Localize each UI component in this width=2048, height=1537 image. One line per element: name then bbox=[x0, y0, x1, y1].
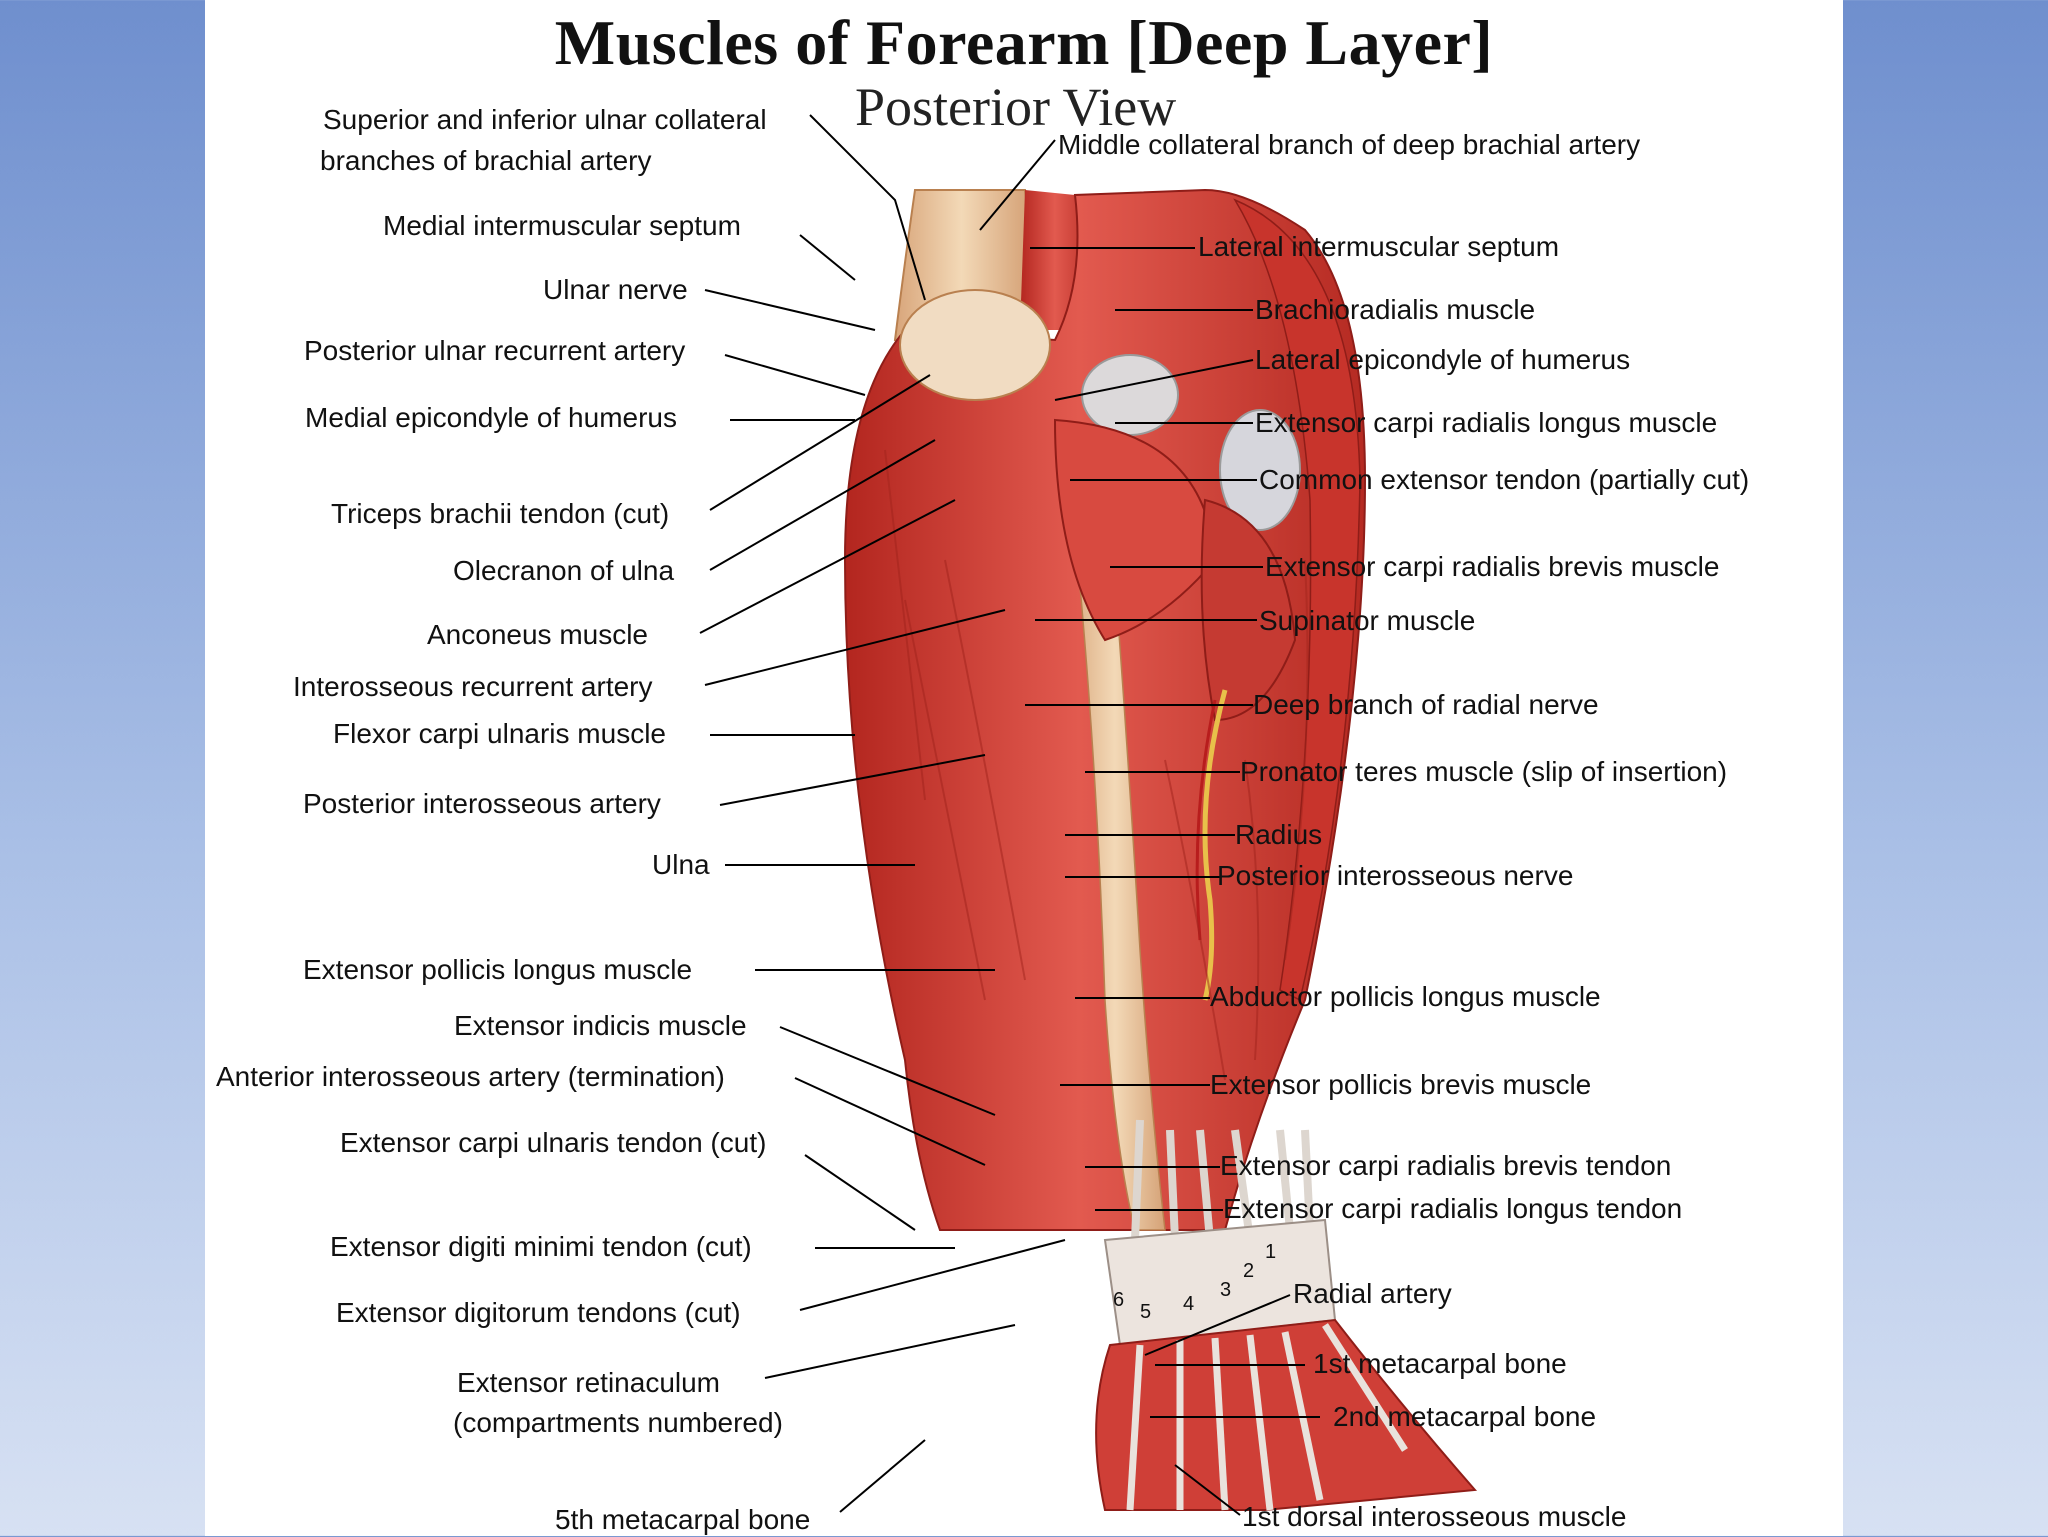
label-extensor-carpi-ulnaris-tendon: Extensor carpi ulnaris tendon (cut) bbox=[340, 1127, 767, 1158]
label-interosseous-recurrent-artery: Interosseous recurrent artery bbox=[293, 671, 653, 702]
label-olecranon: Olecranon of ulna bbox=[453, 555, 675, 586]
hand-dorsum bbox=[1095, 1318, 1478, 1511]
label-posterior-interosseous-nerve: Posterior interosseous nerve bbox=[1217, 860, 1574, 891]
label-ulnar-nerve: Ulnar nerve bbox=[543, 274, 688, 305]
label-medial-intermuscular-septum: Medial intermuscular septum bbox=[383, 210, 741, 241]
compartment-number-6: 6 bbox=[1113, 1289, 1125, 1311]
label-extensor-pollicis-brevis: Extensor pollicis brevis muscle bbox=[1210, 1069, 1592, 1100]
anconeus-shape bbox=[1053, 418, 1217, 642]
leader-lines-right bbox=[979, 139, 1320, 1516]
compartment-number-2: 2 bbox=[1243, 1260, 1255, 1282]
common-extensor-tendon-shape bbox=[1219, 409, 1301, 531]
label-ecrb-muscle: Extensor carpi radialis brevis muscle bbox=[1265, 551, 1720, 582]
label-medial-epicondyle: Medial epicondyle of humerus bbox=[305, 402, 677, 433]
compartment-number-4: 4 bbox=[1183, 1293, 1195, 1315]
label-posterior-ulnar-recurrent-artery: Posterior ulnar recurrent artery bbox=[304, 335, 686, 366]
label-radius: Radius bbox=[1235, 819, 1323, 850]
olecranon bbox=[899, 289, 1051, 401]
label-middle-collateral-branch: Middle collateral branch of deep brachia… bbox=[1058, 129, 1641, 160]
label-sup-inf-ulnar-collateral-2: branches of brachial artery bbox=[320, 145, 652, 176]
label-ecrl-muscle: Extensor carpi radialis longus muscle bbox=[1255, 407, 1718, 438]
label-common-extensor-tendon: Common extensor tendon (partially cut) bbox=[1259, 464, 1750, 495]
label-first-metacarpal: 1st metacarpal bone bbox=[1313, 1348, 1567, 1379]
page-title: Muscles of Forearm [Deep Layer] bbox=[554, 7, 1494, 78]
label-ecrb-tendon: Extensor carpi radialis brevis tendon bbox=[1220, 1150, 1672, 1181]
posterior-interosseous-artery-shape bbox=[1195, 699, 1217, 941]
label-posterior-interosseous-artery: Posterior interosseous artery bbox=[303, 788, 661, 819]
label-extensor-retinaculum-1: Extensor retinaculum bbox=[457, 1367, 721, 1398]
supinator-shape bbox=[1200, 498, 1297, 722]
label-extensor-digitorum-tendons: Extensor digitorum tendons (cut) bbox=[336, 1297, 741, 1328]
posterior-interosseous-nerve-shape bbox=[1202, 689, 1228, 1001]
label-abductor-pollicis-longus: Abductor pollicis longus muscle bbox=[1210, 981, 1601, 1012]
label-radial-artery: Radial artery bbox=[1293, 1278, 1452, 1309]
label-extensor-retinaculum-2: (compartments numbered) bbox=[453, 1407, 783, 1438]
brachioradialis-muscle bbox=[1233, 198, 1361, 1002]
metacarpal-tendons bbox=[1126, 1323, 1408, 1511]
label-brachioradialis: Brachioradialis muscle bbox=[1255, 294, 1536, 325]
label-pronator-teres: Pronator teres muscle (slip of insertion… bbox=[1240, 756, 1728, 787]
muscle-fibers bbox=[884, 449, 1309, 1081]
label-second-metacarpal: 2nd metacarpal bone bbox=[1333, 1401, 1597, 1432]
forearm-illustration bbox=[699, 114, 1478, 1516]
compartment-number-1: 1 bbox=[1265, 1241, 1277, 1263]
label-first-dorsal-interosseous: 1st dorsal interosseous muscle bbox=[1242, 1501, 1627, 1532]
compartment-number-3: 3 bbox=[1220, 1279, 1232, 1301]
label-deep-branch-radial-nerve: Deep branch of radial nerve bbox=[1253, 689, 1599, 720]
label-supinator: Supinator muscle bbox=[1259, 605, 1476, 636]
label-fifth-metacarpal: 5th metacarpal bone bbox=[555, 1504, 811, 1535]
label-sup-inf-ulnar-collateral-1: Superior and inferior ulnar collateral bbox=[323, 104, 767, 135]
label-extensor-pollicis-longus: Extensor pollicis longus muscle bbox=[303, 954, 693, 985]
label-lateral-epicondyle: Lateral epicondyle of humerus bbox=[1255, 344, 1631, 375]
compartment-number-5: 5 bbox=[1140, 1301, 1152, 1323]
wrist-tendons bbox=[1131, 1119, 1314, 1241]
label-extensor-digiti-minimi-tendon: Extensor digiti minimi tendon (cut) bbox=[330, 1231, 752, 1262]
label-extensor-indicis: Extensor indicis muscle bbox=[454, 1010, 747, 1041]
label-ulna: Ulna bbox=[652, 849, 710, 880]
label-triceps-tendon: Triceps brachii tendon (cut) bbox=[331, 498, 670, 529]
leader-lines-left bbox=[699, 114, 1066, 1513]
label-flexor-carpi-ulnaris: Flexor carpi ulnaris muscle bbox=[333, 718, 666, 749]
label-lateral-intermuscular-septum: Lateral intermuscular septum bbox=[1198, 231, 1560, 262]
slide-panel: Muscles of Forearm [Deep Layer] Posterio… bbox=[205, 0, 1843, 1536]
label-anterior-interosseous-artery: Anterior interosseous artery (terminatio… bbox=[216, 1061, 725, 1092]
label-anconeus: Anconeus muscle bbox=[427, 619, 649, 650]
page-subtitle: Posterior View bbox=[855, 77, 1177, 137]
label-ecrl-tendon: Extensor carpi radialis longus tendon bbox=[1223, 1193, 1683, 1224]
